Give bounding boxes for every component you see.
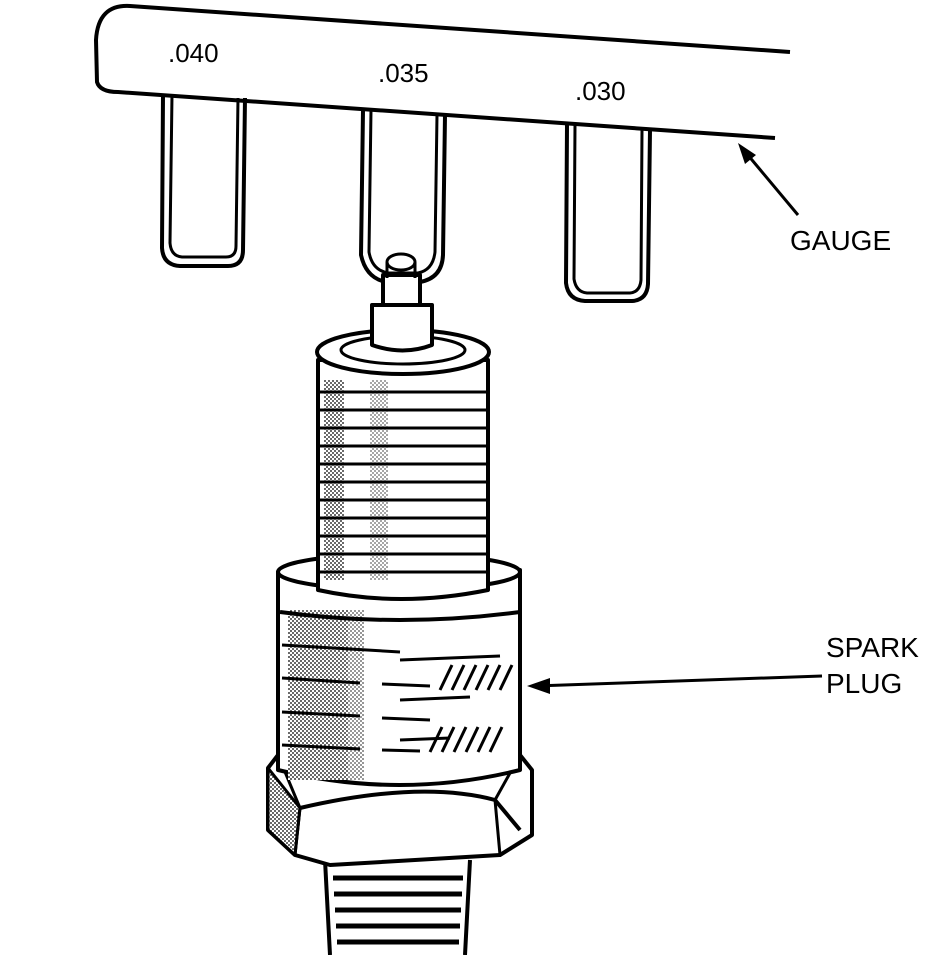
gauge-size-035: .035 bbox=[378, 58, 429, 88]
hex-nut bbox=[266, 753, 534, 867]
spark-plug-callout: SPARK PLUG bbox=[527, 632, 919, 699]
gauge-wire-030 bbox=[564, 124, 652, 303]
spark-plug bbox=[266, 252, 534, 955]
spark-plug-leader-line bbox=[534, 674, 823, 688]
spark-plug-label-line2: PLUG bbox=[826, 668, 902, 699]
lower-thread bbox=[323, 859, 472, 955]
gauge-bar bbox=[94, 3, 791, 140]
gauge-label: GAUGE bbox=[790, 225, 891, 256]
gauge-size-030: .030 bbox=[575, 76, 626, 106]
upper-thread bbox=[315, 328, 491, 601]
spark-plug-arrowhead bbox=[527, 678, 550, 694]
gauge-arrowhead bbox=[738, 143, 756, 164]
gauge-callout: GAUGE bbox=[738, 143, 891, 256]
spark-plug-label-line1: SPARK bbox=[826, 632, 919, 663]
gauge-leader-line bbox=[740, 147, 800, 216]
center-electrode bbox=[370, 252, 434, 353]
gauge-wire-040 bbox=[160, 94, 247, 268]
gauge-size-040: .040 bbox=[168, 38, 219, 68]
